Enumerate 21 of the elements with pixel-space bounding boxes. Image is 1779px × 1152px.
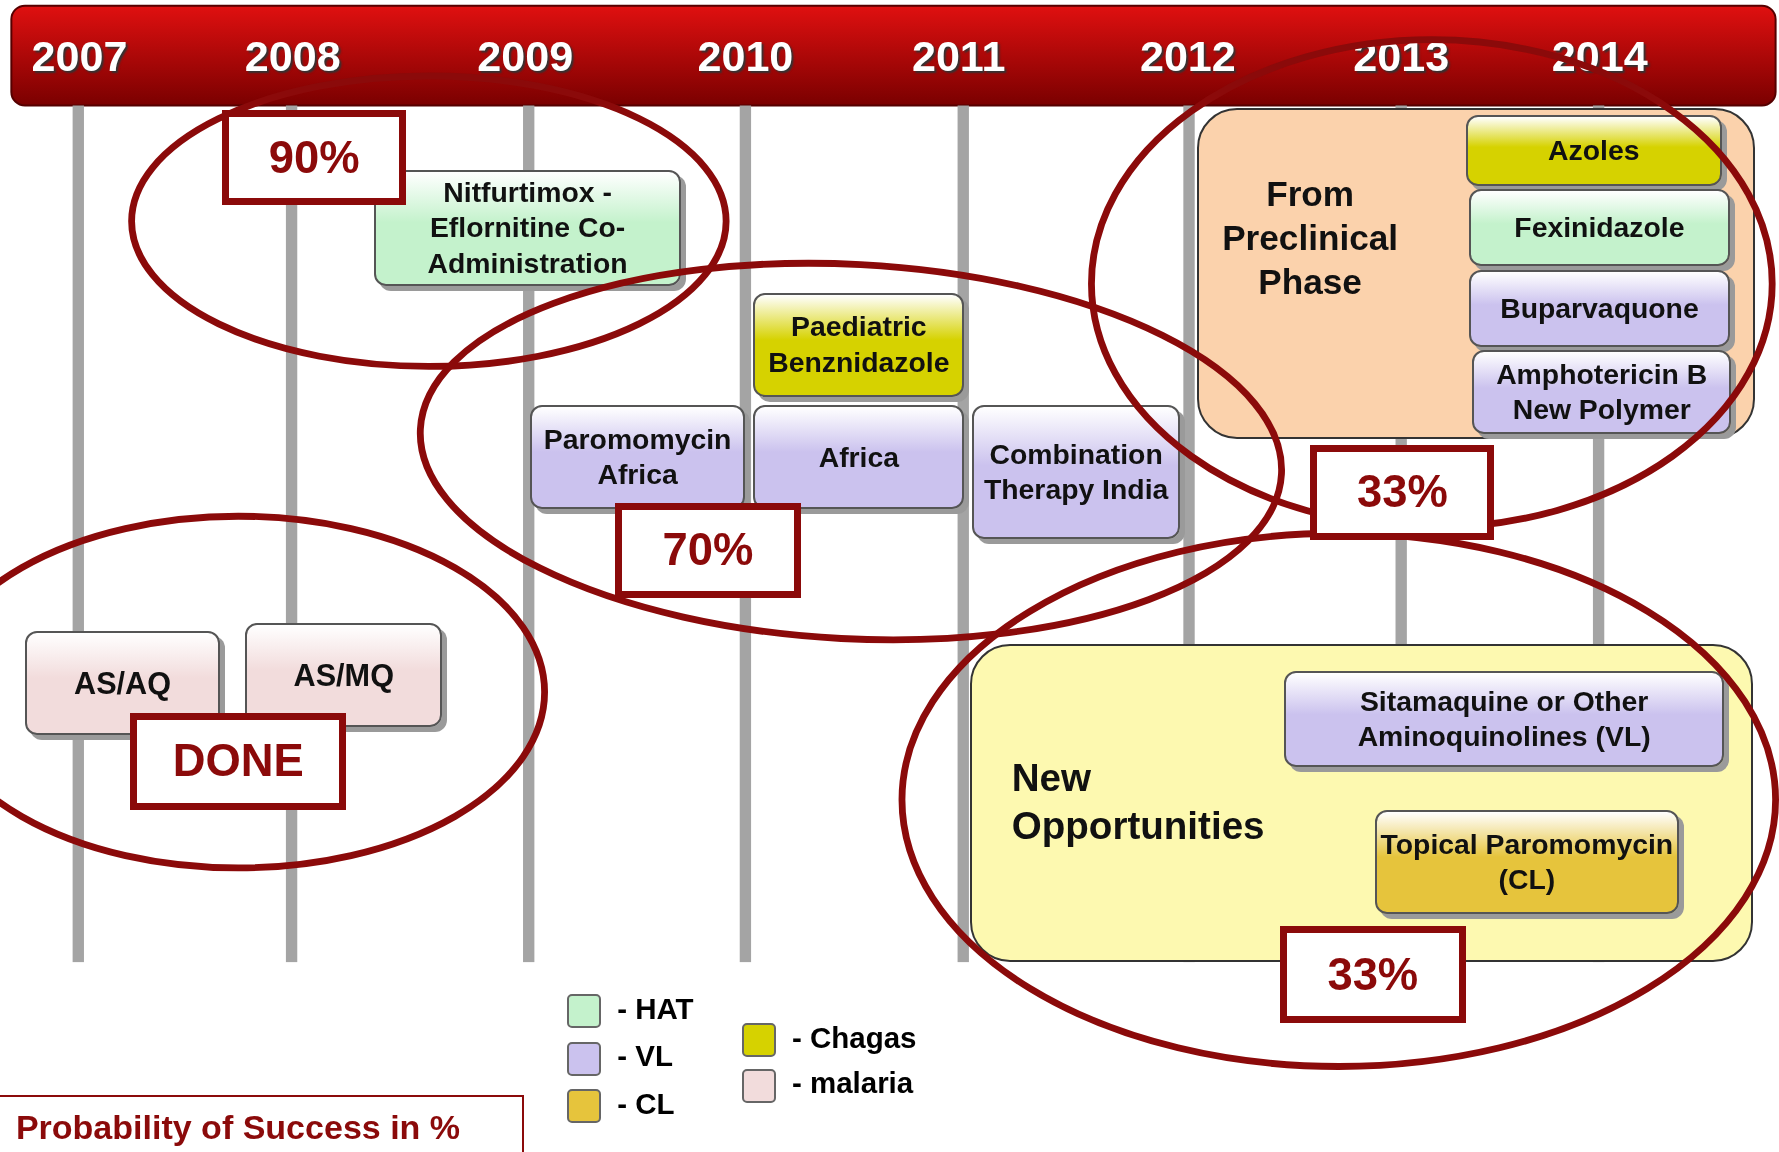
year-label: 2010 <box>696 31 795 81</box>
phase-panel <box>1196 107 1756 440</box>
legend-label: - CL <box>617 1086 675 1121</box>
year-label: 2009 <box>476 31 575 81</box>
percentage-box: 70% <box>614 502 801 598</box>
percentage-box: 33% <box>1310 444 1495 541</box>
year-label: 2007 <box>30 31 129 81</box>
panel-heading: From Preclinical Phase <box>1221 173 1400 304</box>
legend-label: - Chagas <box>791 1021 917 1056</box>
year-label: 2012 <box>1138 31 1237 81</box>
legend-label: - malaria <box>791 1066 914 1101</box>
year-label: 2011 <box>910 31 1007 81</box>
percentage-box: DONE <box>130 712 347 811</box>
legend-label: - VL <box>617 1039 673 1074</box>
percentage-box: 33% <box>1279 925 1466 1024</box>
note-label: Probability of Success in % <box>0 1094 525 1152</box>
panel-heading: New Opportunities <box>1011 755 1266 850</box>
year-label: 2008 <box>243 31 342 81</box>
year-label: 2013 <box>1352 31 1452 81</box>
percentage-box: 90% <box>222 110 407 206</box>
legend-label: - HAT <box>617 991 694 1026</box>
